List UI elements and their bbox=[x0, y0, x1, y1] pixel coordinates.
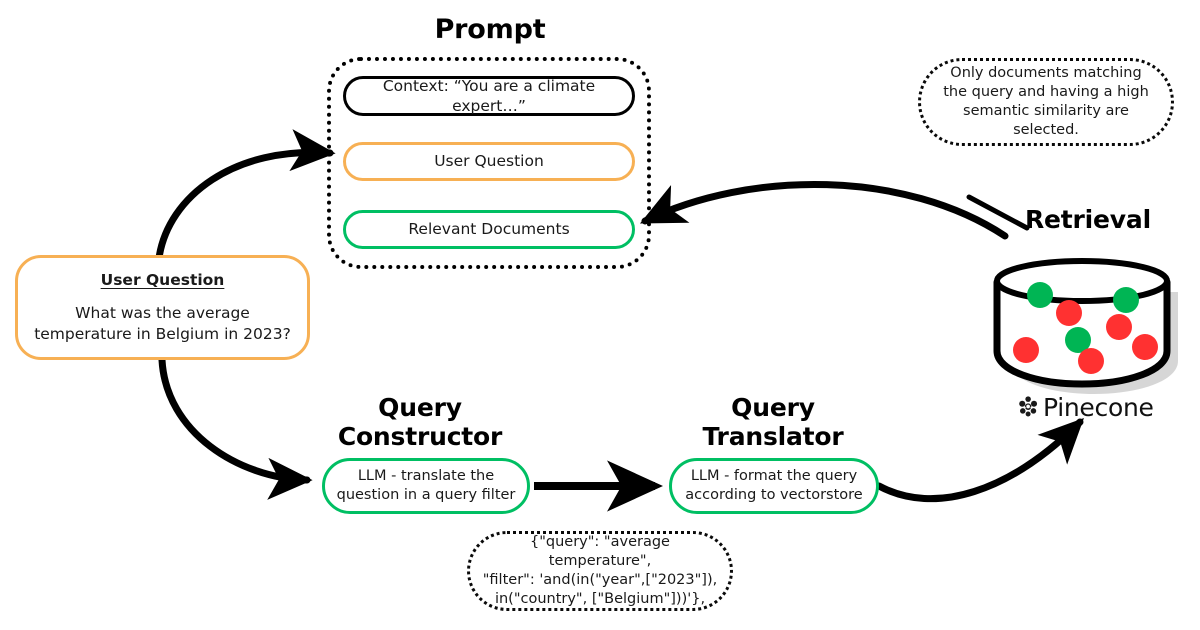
vector-dot-red bbox=[1056, 300, 1082, 326]
query-translator-box-line2: according to vectorstore bbox=[685, 487, 863, 503]
arrow-retrieval-to-documents bbox=[639, 180, 1009, 240]
query-translator-box[interactable]: LLM - format the query according to vect… bbox=[669, 458, 879, 514]
prompt-row-user-question-label: User Question bbox=[434, 152, 544, 171]
query-translator-box-line1: LLM - format the query bbox=[690, 468, 858, 485]
vector-dot-red bbox=[1106, 314, 1132, 340]
query-output-line3: in("country", ["Belgium"]))'}, bbox=[494, 591, 706, 608]
user-question-title: User Question bbox=[100, 270, 225, 289]
prompt-row-relevant-documents-label: Relevant Documents bbox=[408, 220, 570, 239]
pinecone-name: Pinecone bbox=[1043, 393, 1154, 422]
query-constructor-box-line2: question in a query filter bbox=[336, 487, 516, 503]
arrow-question-to-constructor bbox=[158, 356, 313, 500]
vector-dot-red bbox=[1132, 334, 1158, 360]
semantic-similarity-note: Only documents matching the query and ha… bbox=[918, 58, 1174, 146]
user-question-body: What was the average temperature in Belg… bbox=[34, 303, 291, 343]
query-output-line1: {"query": "average temperature", bbox=[530, 533, 670, 569]
query-constructor-heading-line1: Query bbox=[378, 393, 462, 422]
query-constructor-heading-line2: Constructor bbox=[337, 422, 503, 451]
retrieval-leader-line bbox=[966, 194, 1030, 231]
vector-dot-green bbox=[1065, 327, 1091, 353]
retrieval-label: Retrieval bbox=[1025, 205, 1151, 234]
user-question-card[interactable]: User Question What was the average tempe… bbox=[15, 255, 310, 360]
vector-dot-green bbox=[1113, 287, 1139, 313]
query-output-line2: "filter": 'and(in("year",["2023"]), bbox=[482, 572, 718, 588]
query-translator-heading-line2: Translator bbox=[702, 422, 844, 451]
vector-dot-red bbox=[1078, 348, 1104, 374]
vector-dot-red bbox=[1013, 337, 1039, 363]
query-translator-heading: Query Translator bbox=[663, 393, 883, 451]
prompt-row-user-question[interactable]: User Question bbox=[343, 142, 635, 181]
prompt-row-relevant-documents[interactable]: Relevant Documents bbox=[343, 210, 635, 249]
prompt-container bbox=[327, 57, 651, 269]
pinecone-logo-icon bbox=[1019, 396, 1038, 417]
query-constructor-box-line1: LLM - translate the bbox=[357, 468, 495, 485]
vector-dot-green bbox=[1027, 282, 1053, 308]
arrow-question-to-prompt bbox=[155, 129, 336, 262]
query-constructor-box[interactable]: LLM - translate the question in a query … bbox=[322, 458, 530, 514]
query-output-box: {"query": "average temperature", "filter… bbox=[467, 531, 733, 611]
semantic-similarity-note-text: Only documents matching the query and ha… bbox=[943, 64, 1149, 139]
query-constructor-heading: Query Constructor bbox=[310, 393, 530, 451]
pinecone-label: Pinecone bbox=[1043, 393, 1154, 422]
arrow-translator-to-pinecone bbox=[875, 418, 1084, 503]
prompt-row-context[interactable]: Context: “You are a climate expert…” bbox=[343, 76, 635, 116]
vector-dots-group bbox=[1013, 282, 1158, 374]
prompt-row-context-label: Context: “You are a climate expert…” bbox=[382, 76, 596, 115]
vector-database-cylinder bbox=[993, 258, 1178, 394]
query-translator-heading-line1: Query bbox=[731, 393, 815, 422]
prompt-heading: Prompt bbox=[434, 14, 546, 45]
